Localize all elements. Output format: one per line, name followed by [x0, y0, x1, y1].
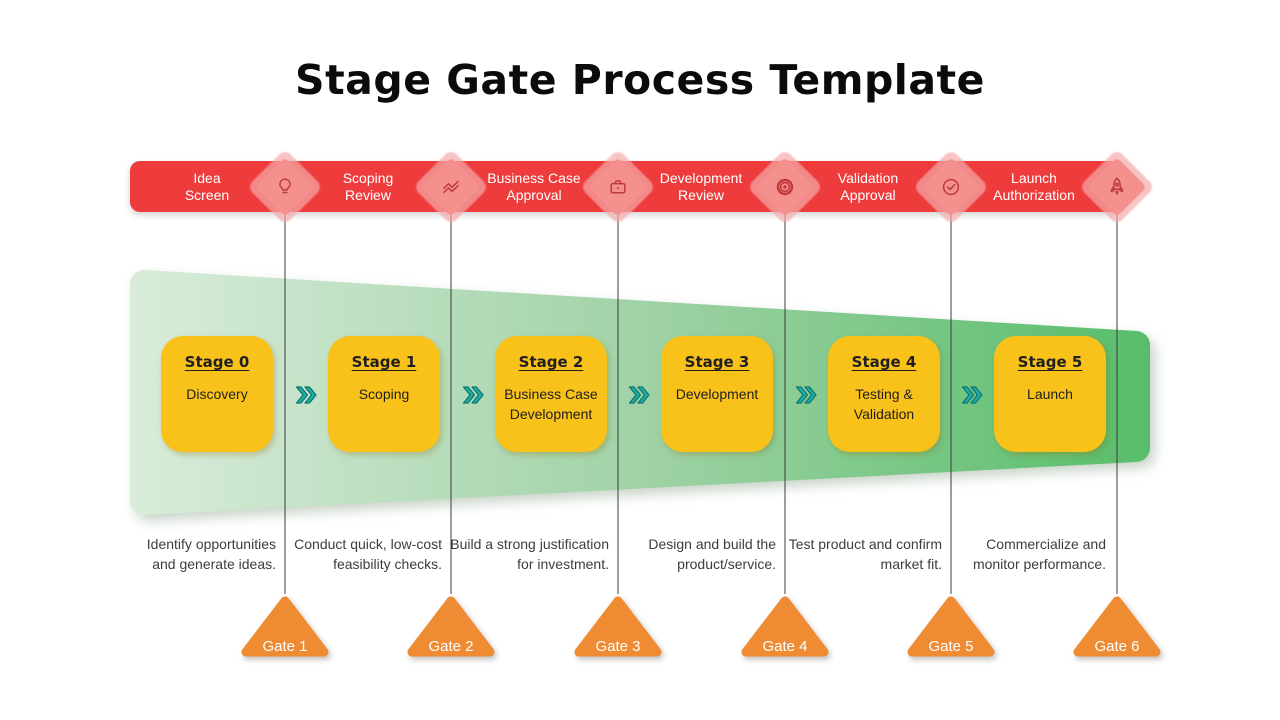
stage-description-line2: market fit. [880, 555, 942, 572]
gate-diamond [412, 148, 490, 226]
stage-description-line2: for investment. [517, 555, 609, 572]
stage-subtitle: Launch [1027, 386, 1073, 402]
stage-description-line1: Build a strong justification [450, 536, 609, 552]
gate-triangle [574, 596, 662, 657]
check-circle-icon [942, 178, 960, 196]
gate-label: Gate 5 [928, 638, 974, 655]
double-chevron-icon [293, 382, 319, 408]
gate-diamond [1078, 148, 1156, 226]
banner-item-label-line2: Review [678, 186, 724, 203]
banner-item-label: Validation Approval [791, 170, 945, 204]
banner-item-label: Development Review [624, 170, 778, 204]
stage-description-line1: Commercialize and [986, 536, 1106, 552]
stage-card: Stage 1 Scoping [328, 336, 440, 452]
stage-card: Stage 3 Development [661, 336, 773, 452]
banner-item-label-line2: Approval [506, 186, 562, 203]
banner-item-label-line1: Business Case [487, 169, 581, 186]
gate-diamond [579, 148, 657, 226]
gate-triangle [907, 596, 995, 657]
stage-card: Stage 5 Launch [994, 336, 1106, 452]
double-chevron-icon [626, 382, 652, 408]
stage-description-line1: Design and build the [648, 536, 776, 552]
stage-description: Test product and confirm market fit. [752, 535, 942, 574]
gate-label: Gate 4 [762, 638, 808, 655]
double-chevron-icon [460, 382, 486, 408]
gate-marker: Gate 6 [1067, 592, 1167, 662]
stage-description: Commercialize and monitor performance. [916, 535, 1106, 574]
stage-subtitle: Business Case Development [504, 386, 598, 422]
stage-description-line1: Identify opportunities [146, 536, 276, 552]
gate-marker: Gate 4 [735, 592, 835, 662]
banner-item-label-line1: Development [659, 169, 743, 186]
gate-marker: Gate 2 [401, 592, 501, 662]
gate-marker: Gate 3 [568, 592, 668, 662]
gate-triangle [407, 596, 495, 657]
double-chevron-icon [959, 382, 985, 408]
rocket-icon [1110, 177, 1124, 195]
stage-title: Stage 3 [684, 353, 750, 371]
banner-item-label-line2: Authorization [993, 186, 1075, 203]
gate-diamond [912, 148, 990, 226]
banner-item-label-line1: Launch [1011, 169, 1057, 186]
stage-title: Stage 1 [351, 353, 417, 371]
banner-item-label-line1: Validation [837, 169, 899, 186]
gate-label: Gate 3 [595, 638, 641, 655]
page-title: Stage Gate Process Template [295, 56, 985, 104]
stage-title: Stage 0 [184, 353, 250, 371]
banner-item-label: Scoping Review [291, 170, 445, 204]
stage-description-line2: feasibility checks. [333, 555, 442, 572]
stage-subtitle: Development [675, 386, 759, 402]
stage-card: Stage 0 Discovery [161, 336, 273, 452]
banner-item-label-line1: Scoping [342, 169, 394, 186]
stage-description: Build a strong justification for investm… [419, 535, 609, 574]
stage-card: Stage 2 Business Case Development [495, 336, 607, 452]
stage-subtitle: Scoping [358, 386, 410, 402]
stage-description-line2: and generate ideas. [152, 555, 276, 572]
banner-item-label: Idea Screen [130, 170, 284, 204]
gate-review-banner: Idea Screen Scoping Review Business Case… [130, 148, 1156, 226]
gate-label: Gate 1 [262, 638, 308, 655]
gear-icon [776, 178, 794, 196]
stage-description-line2: product/service. [677, 555, 776, 572]
banner-item-label-line2: Screen [184, 186, 230, 203]
stage-description: Identify opportunities and generate idea… [86, 535, 276, 574]
double-chevron-icon [793, 382, 819, 408]
gate-marker: Gate 5 [901, 592, 1001, 662]
gate-diamond [746, 148, 824, 226]
gate-diamond [246, 148, 324, 226]
stage-subtitle: Discovery [186, 386, 248, 402]
stage-title: Stage 5 [1017, 353, 1083, 371]
banner-item-label-line1: Idea [193, 169, 221, 186]
stage-description: Conduct quick, low-cost feasibility chec… [252, 535, 442, 574]
banner-item-label: Business Case Approval [457, 170, 611, 204]
stage-description-line1: Conduct quick, low-cost [294, 536, 442, 552]
gate-label: Gate 6 [1094, 638, 1140, 655]
briefcase-icon [610, 180, 626, 194]
gate-marker: Gate 1 [235, 592, 335, 662]
stage-title: Stage 4 [851, 353, 917, 371]
banner-item-label: Launch Authorization [957, 170, 1111, 204]
stage-card: Stage 4 Testing & Validation [828, 336, 940, 452]
banner-item-label-line2: Review [345, 186, 391, 203]
trend-icon [443, 180, 459, 194]
gate-label: Gate 2 [428, 638, 474, 655]
gate-triangle [741, 596, 829, 657]
stage-subtitle: Testing & Validation [853, 386, 915, 422]
banner-item-label-line2: Approval [840, 186, 896, 203]
stage-description-line1: Test product and confirm [788, 536, 942, 552]
stage-description-line2: monitor performance. [972, 555, 1106, 572]
stage-description: Design and build the product/service. [586, 535, 776, 574]
stage-title: Stage 2 [518, 353, 584, 371]
lightbulb-icon [279, 178, 291, 194]
gate-triangle [1073, 596, 1161, 657]
gate-triangle [241, 596, 329, 657]
